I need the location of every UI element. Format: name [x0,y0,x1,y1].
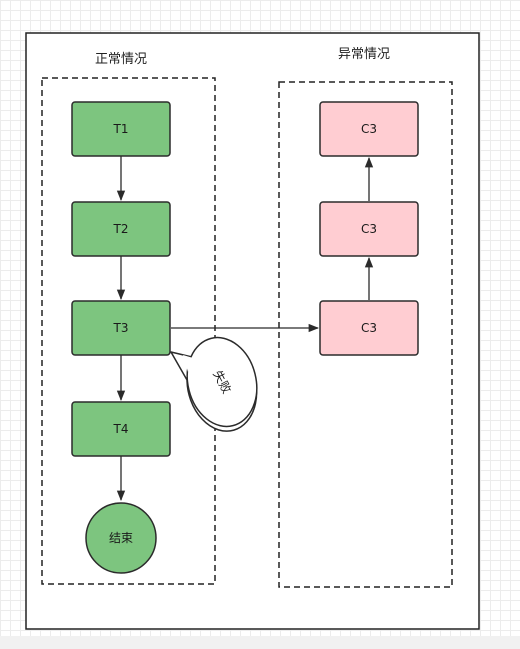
node-c3-top[interactable]: C3 [319,101,419,157]
bottom-strip [0,636,520,649]
exception-group-label: 异常情况 [338,47,390,62]
node-c3-top-label: C3 [361,122,377,136]
node-t1-label: T1 [113,122,129,136]
node-t3[interactable]: T3 [71,300,171,356]
node-c3-middle-label: C3 [361,222,377,236]
node-t2-label: T2 [113,222,129,236]
node-c3-middle[interactable]: C3 [319,201,419,257]
node-c3-bottom-label: C3 [361,321,377,335]
exception-group-container [278,81,453,588]
node-t1[interactable]: T1 [71,101,171,157]
node-end-label: 结束 [109,531,133,545]
node-end[interactable]: 结束 [85,502,157,574]
node-t3-label: T3 [113,321,129,335]
normal-group-container [41,77,216,585]
failure-callout[interactable]: 失败 [170,330,266,434]
normal-group-label: 正常情况 [95,52,147,67]
node-t2[interactable]: T2 [71,201,171,257]
node-t4[interactable]: T4 [71,401,171,457]
node-c3-bottom[interactable]: C3 [319,300,419,356]
node-t4-label: T4 [113,422,129,436]
